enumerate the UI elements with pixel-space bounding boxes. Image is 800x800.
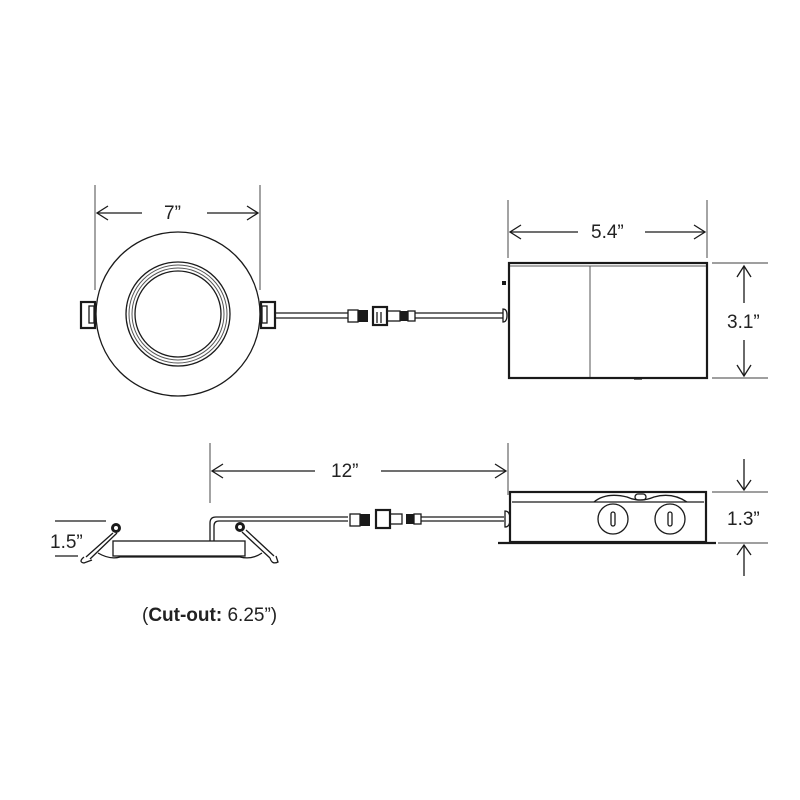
fixture-body bbox=[112, 540, 246, 557]
label-junction-box-height: 3.1” bbox=[727, 312, 760, 333]
dimension-arrow-7in bbox=[95, 205, 260, 221]
dimension-arrow-5-4in bbox=[508, 224, 707, 240]
fixture-side-view bbox=[55, 443, 509, 564]
cutout-note: (Cut-out: 6.25”) bbox=[142, 605, 277, 627]
cutout-open-paren: ( bbox=[142, 605, 149, 626]
cable-connector-icon bbox=[347, 305, 508, 327]
junction-box-side-view bbox=[498, 459, 768, 576]
label-junction-box-width: 5.4” bbox=[591, 222, 624, 243]
cutout-label: Cut-out: bbox=[148, 605, 223, 626]
outer-trim-circle bbox=[95, 231, 261, 397]
cable-connector-side-icon bbox=[349, 508, 511, 530]
label-fixture-diameter: 7” bbox=[164, 203, 181, 224]
inner-ring-icon bbox=[125, 261, 231, 367]
knockout-icon bbox=[654, 503, 686, 535]
junction-box-outline bbox=[507, 261, 709, 380]
fixture-top-view bbox=[79, 185, 348, 397]
junction-box-top-view bbox=[502, 200, 768, 380]
dimension-arrow-3-1in bbox=[736, 264, 752, 378]
cutout-value: 6.25”) bbox=[227, 605, 278, 626]
dimension-arrow-1-3in bbox=[736, 459, 752, 576]
label-cable-length: 12” bbox=[331, 461, 359, 482]
spring-clip-left bbox=[79, 300, 97, 330]
knockout-icon bbox=[597, 503, 629, 535]
label-junction-box-depth: 1.3” bbox=[727, 509, 760, 530]
label-fixture-height: 1.5” bbox=[50, 532, 83, 553]
dimension-arrow-12in bbox=[210, 463, 508, 479]
spring-clip-right bbox=[259, 300, 277, 330]
